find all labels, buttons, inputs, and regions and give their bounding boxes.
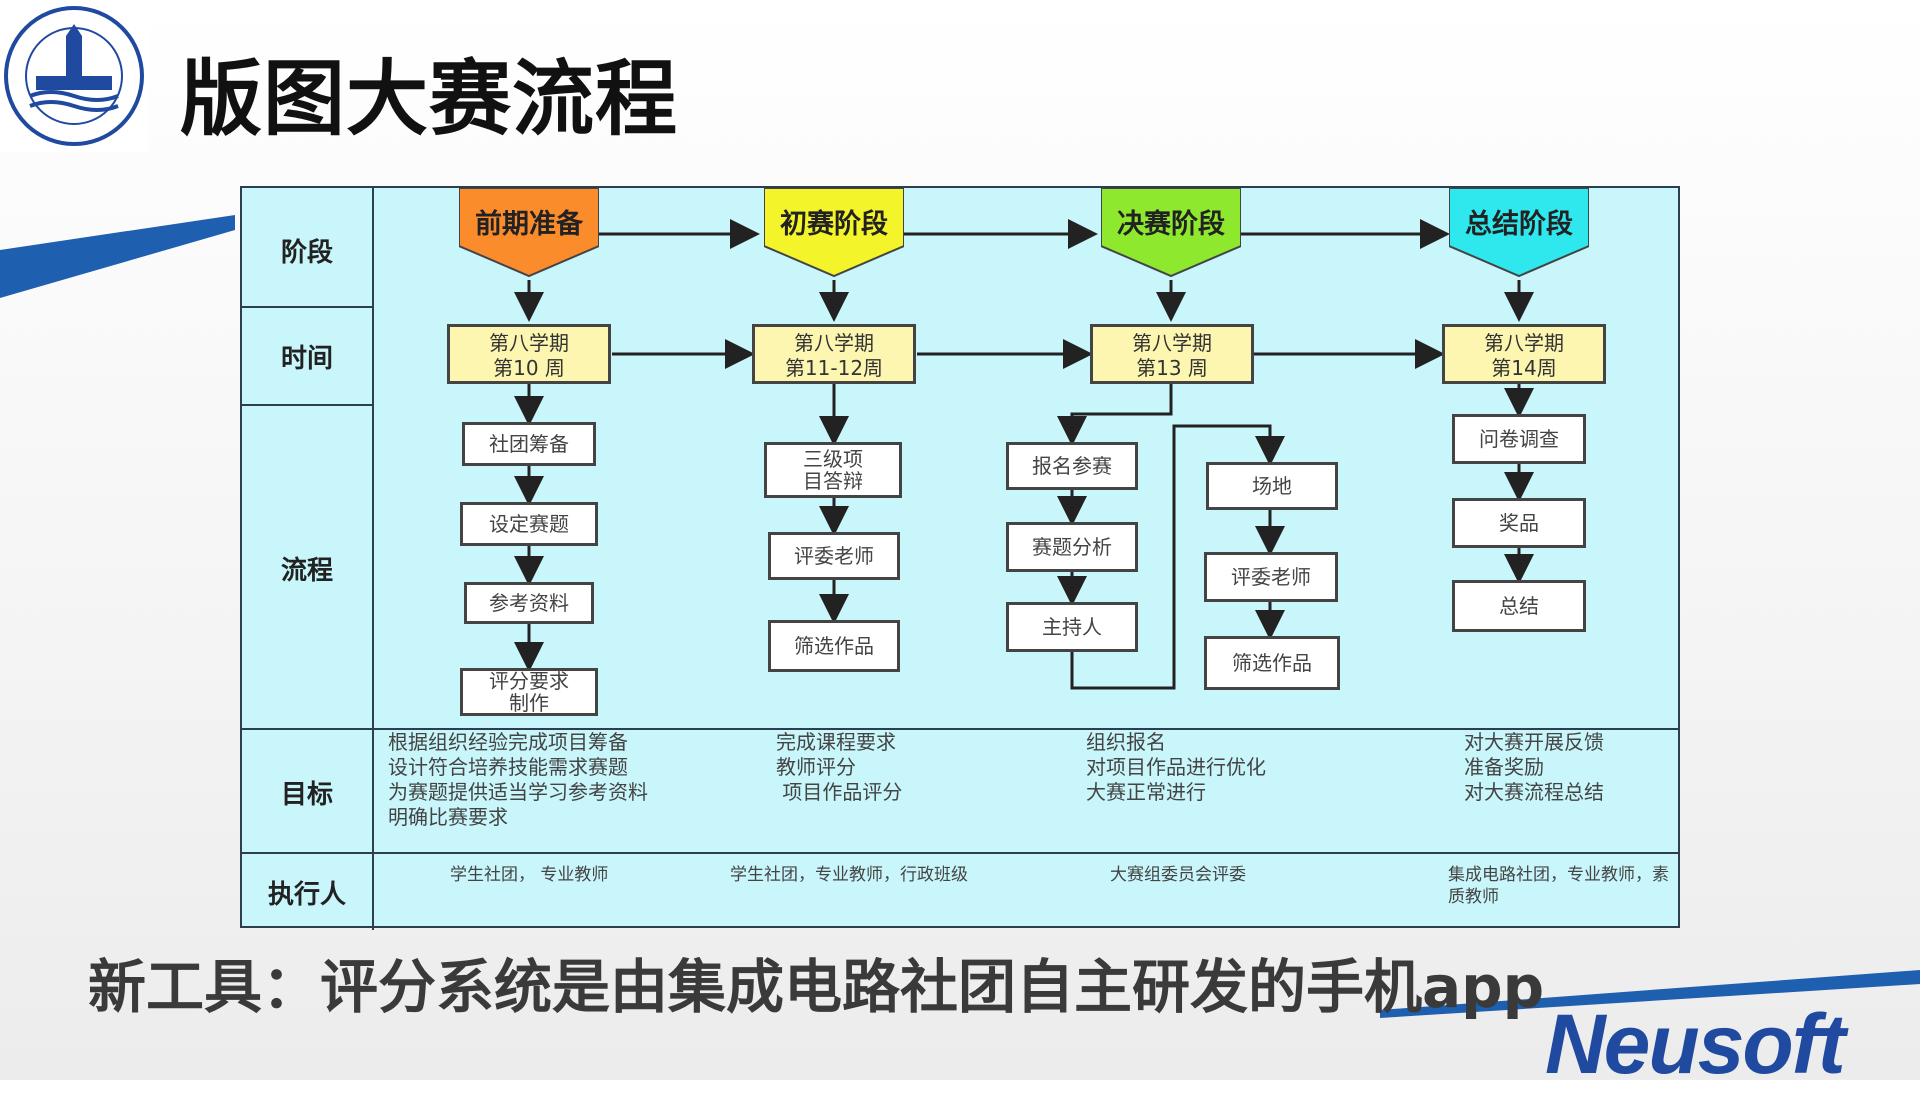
executor-text: 学生社团， 专业教师 [450, 865, 609, 885]
stage-preliminary: 初赛阶段 [764, 188, 904, 278]
stage-label: 总结阶段 [1465, 209, 1573, 240]
process-box: 评分要求制作 [460, 668, 598, 716]
stage-label: 初赛阶段 [780, 209, 888, 240]
time-line1: 第八学期 [794, 331, 874, 355]
process-box: 赛题分析 [1006, 522, 1138, 572]
row-label-process: 流程 [280, 556, 333, 586]
time-line1: 第八学期 [489, 331, 569, 355]
time-line2: 第13 周 [1136, 356, 1208, 380]
row-divider [242, 852, 1678, 854]
column-divider [372, 188, 374, 930]
time-box-week13: 第八学期 第13 周 [1090, 324, 1254, 384]
row-divider [242, 306, 372, 308]
row-label-goal: 目标 [280, 780, 333, 810]
process-box: 三级项目答辩 [764, 442, 902, 498]
process-box: 筛选作品 [768, 620, 900, 672]
brand-logo: Neusoft [1545, 997, 1846, 1091]
time-line1: 第八学期 [1132, 331, 1212, 355]
executor-text: 大赛组委员会评委 [1110, 865, 1246, 885]
stage-label: 决赛阶段 [1117, 209, 1225, 240]
stage-summary: 总结阶段 [1449, 188, 1589, 278]
process-box: 主持人 [1006, 602, 1138, 652]
time-box-week14: 第八学期 第14周 [1442, 324, 1606, 384]
time-box-week10: 第八学期 第10 周 [447, 324, 611, 384]
process-box: 场地 [1206, 462, 1338, 510]
decorative-stripe [0, 215, 235, 298]
university-logo [0, 0, 148, 152]
process-box: 社团筹备 [462, 422, 596, 466]
time-line2: 第10 周 [493, 356, 565, 380]
page-title: 版图大赛流程 [180, 52, 679, 147]
flow-diagram: 阶段 时间 流程 目标 执行人 [240, 186, 1680, 930]
goal-text: 组织报名 对项目作品进行优化 大赛正常进行 [1086, 730, 1266, 804]
time-line2: 第14周 [1491, 356, 1557, 380]
row-label-executor: 执行人 [267, 880, 346, 910]
row-label-time: 时间 [280, 344, 333, 374]
process-box: 评委老师 [1204, 552, 1338, 602]
time-line1: 第八学期 [1484, 331, 1564, 355]
process-box: 评委老师 [768, 532, 900, 580]
process-box: 设定赛题 [460, 502, 598, 546]
row-label-stage: 阶段 [280, 238, 333, 268]
goal-text: 完成课程要求 教师评分 项目作品评分 [776, 730, 903, 804]
process-box: 筛选作品 [1204, 636, 1340, 690]
flow-arrows [514, 219, 1534, 690]
bottom-caption: 新工具：评分系统是由集成电路社团自主研发的手机app [88, 953, 1545, 1021]
time-line2: 第11-12周 [784, 356, 884, 380]
process-box: 问卷调查 [1452, 414, 1586, 464]
stage-label: 前期准备 [475, 209, 583, 240]
process-box: 参考资料 [464, 582, 594, 624]
goal-text: 根据组织经验完成项目筹备 设计符合培养技能需求赛题 为赛题提供适当学习参考资料 … [388, 730, 648, 829]
process-box: 报名参赛 [1006, 442, 1138, 490]
decorative-swoosh [1380, 970, 1920, 1018]
goal-text: 对大赛开展反馈 准备奖励 对大赛流程总结 [1464, 730, 1604, 804]
time-box-week11-12: 第八学期 第11-12周 [752, 324, 916, 384]
process-box: 奖品 [1452, 498, 1586, 548]
stage-final: 决赛阶段 [1101, 188, 1241, 278]
executor-text: 集成电路社团，专业教师，素质教师 [1448, 865, 1669, 907]
row-divider [242, 404, 372, 406]
executor-text: 学生社团，专业教师，行政班级 [730, 865, 968, 885]
row-divider [242, 728, 1678, 730]
process-box: 总结 [1452, 580, 1586, 632]
stage-prep: 前期准备 [459, 188, 599, 278]
